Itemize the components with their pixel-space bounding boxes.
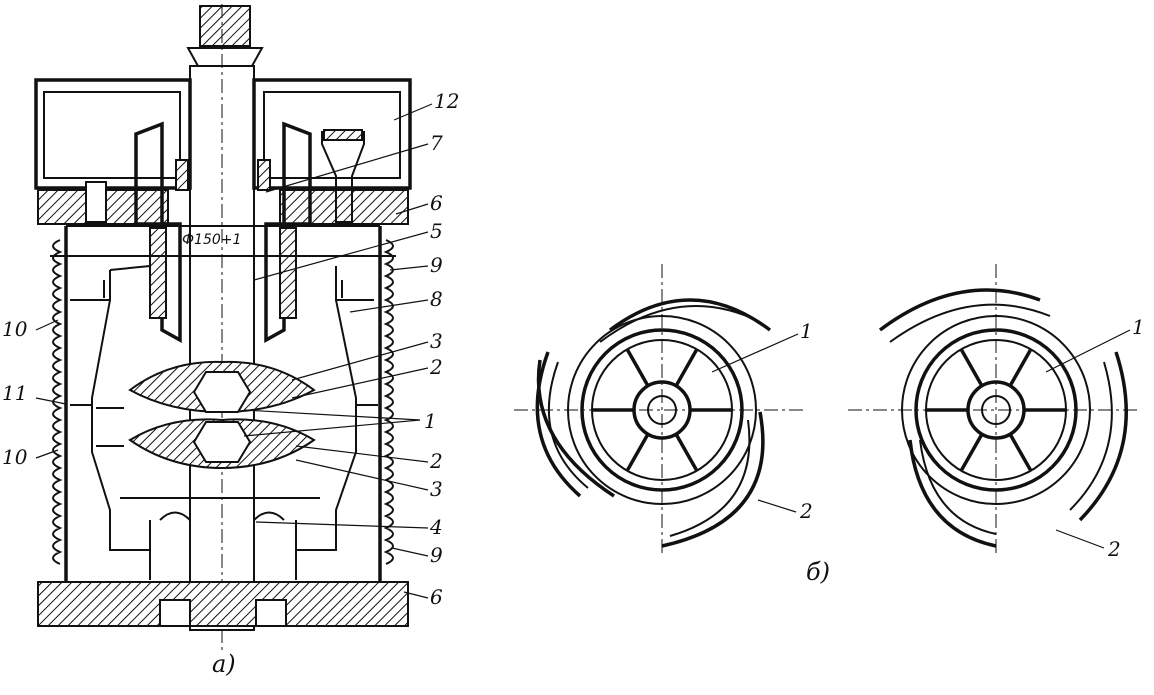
- callout-6-bottom: 6: [430, 585, 443, 609]
- impeller-views-b: 1 2 1: [514, 264, 1145, 586]
- dimension-label: Ф150+1: [182, 232, 241, 248]
- left-wheel-spokes: [592, 348, 732, 472]
- bottom-flange: [37, 581, 409, 627]
- left-wheel: [514, 264, 806, 556]
- callout-10-lower: 10: [2, 445, 28, 469]
- callout-10-upper: 10: [2, 317, 28, 341]
- callout-11: 11: [2, 381, 27, 405]
- right-wheel: [848, 264, 1140, 556]
- callout-5: 5: [430, 219, 443, 243]
- hub-lower: [192, 421, 252, 463]
- callout-2-upper: 2: [429, 355, 443, 379]
- callout-12: 12: [434, 89, 459, 113]
- top-flange-right: [279, 189, 409, 225]
- callout-4: 4: [429, 515, 443, 539]
- caption-b: б): [806, 558, 830, 586]
- callout-6-top: 6: [430, 191, 443, 215]
- right-wheel-spokes: [926, 348, 1066, 472]
- oil-cup: [321, 131, 365, 223]
- callout-1: 1: [424, 409, 437, 433]
- callout-2-lower: 2: [429, 449, 443, 473]
- callout-9-bottom: 9: [430, 543, 443, 567]
- bellows-right: [383, 239, 394, 565]
- right-wheel-callout-2: 2: [1107, 537, 1121, 561]
- shaft-taper: [186, 47, 264, 67]
- lower-support: [149, 511, 297, 580]
- inner-housing: [70, 265, 374, 551]
- callout-9-top: 9: [430, 253, 443, 277]
- bearing-housing-right: [264, 121, 312, 343]
- top-cover-left: [34, 78, 192, 190]
- section-view-a: Ф150+1 12 7 6 5 9 8 3: [2, 4, 459, 678]
- hub-upper: [192, 371, 252, 413]
- left-wheel-callout-1: 1: [800, 319, 813, 343]
- callout-8: 8: [430, 287, 443, 311]
- leader-lines-a: [35, 103, 433, 599]
- callout-3-lower: 3: [430, 477, 443, 501]
- top-cover-right: [252, 78, 412, 190]
- callout-3-upper: 3: [430, 329, 443, 353]
- bearing-housing-left: [134, 121, 182, 343]
- left-wheel-callout-2: 2: [799, 499, 813, 523]
- right-wheel-callout-1: 1: [1132, 315, 1145, 339]
- callout-7: 7: [430, 131, 443, 155]
- caption-a: а): [212, 650, 236, 678]
- shaft-top-cap: [199, 5, 251, 47]
